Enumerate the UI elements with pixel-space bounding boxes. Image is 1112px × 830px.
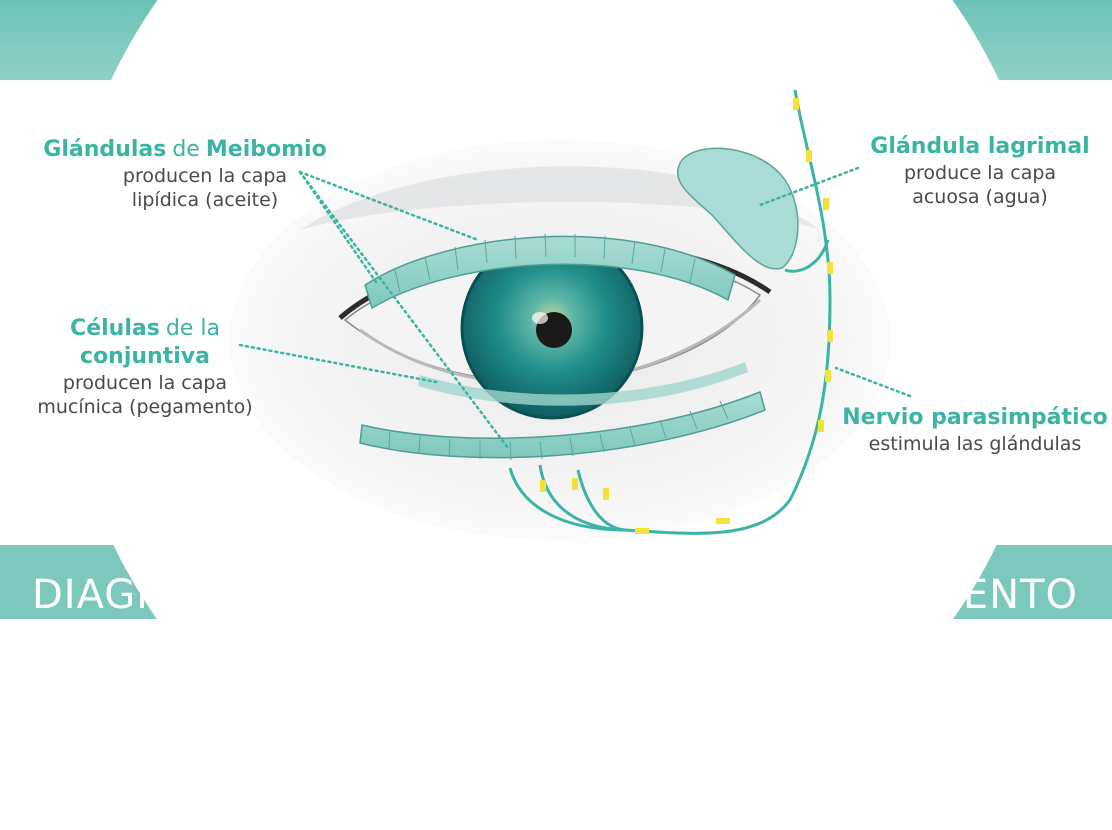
footer-tratamiento: TRATAMIENTO <box>786 572 1078 618</box>
label-meibomian-line3: lipídica (aceite) <box>60 188 350 212</box>
footer-diagnostico: DIAGNÓSTICO <box>32 572 326 618</box>
label-lacrimal: Glándula lagrimal produce la capa acuosa… <box>850 133 1110 209</box>
label-conjunctiva-line2: producen la capa <box>10 371 280 395</box>
eye-highlight <box>532 312 548 324</box>
label-conjunctiva-word3: conjuntiva <box>10 343 280 371</box>
label-meibomian-line2: producen la capa <box>60 164 350 188</box>
label-conjunctiva-word1: Células <box>70 316 160 341</box>
label-nerve: Nervio parasimpático estimula las glándu… <box>838 404 1112 456</box>
label-conjunctiva-word2: de la <box>166 316 220 341</box>
label-nerve-title: Nervio parasimpático <box>838 404 1112 432</box>
label-lacrimal-line3: acuosa (agua) <box>850 185 1110 209</box>
label-conjunctiva-line3: mucínica (pegamento) <box>10 395 280 419</box>
label-meibomian-word1: Glándulas <box>43 137 166 162</box>
label-lacrimal-line2: produce la capa <box>850 161 1110 185</box>
label-meibomian: Glándulas de Meibomio producen la capa l… <box>20 136 350 212</box>
label-lacrimal-title: Glándula lagrimal <box>850 133 1110 161</box>
eye-illustration <box>0 0 1112 619</box>
label-conjunctiva: Células de la conjuntiva producen la cap… <box>10 315 280 419</box>
diagram-canvas: Glándulas de Meibomio producen la capa l… <box>0 0 1112 619</box>
label-nerve-line2: estimula las glándulas <box>838 432 1112 456</box>
label-meibomian-word3: Meibomio <box>206 137 327 162</box>
label-meibomian-word2: de <box>172 137 200 162</box>
